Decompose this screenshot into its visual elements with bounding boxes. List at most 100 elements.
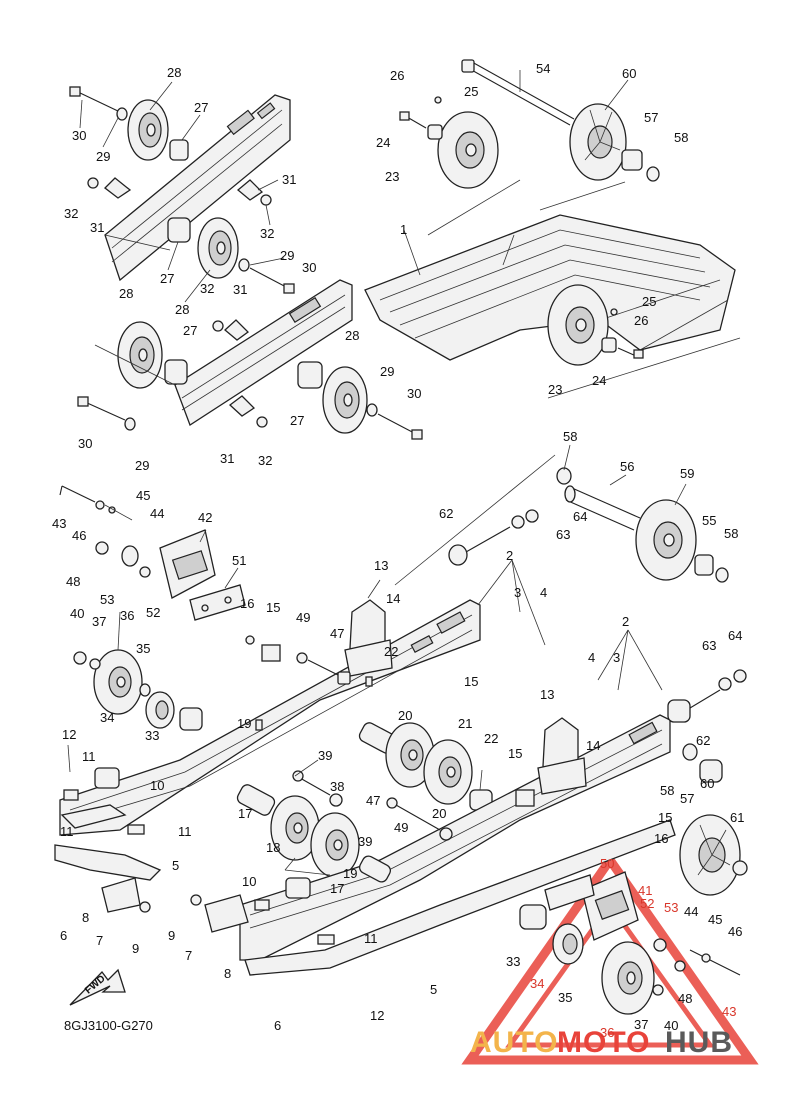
- callout-19-b: 19: [343, 866, 357, 881]
- callout-50: 50: [600, 856, 614, 871]
- callout-13-a: 13: [374, 558, 388, 573]
- callout-2-a: 2: [506, 548, 513, 563]
- callout-47-a: 47: [330, 626, 344, 641]
- callout-7-b: 7: [185, 948, 192, 963]
- callout-30-d: 30: [78, 436, 92, 451]
- callout-11-c: 11: [178, 824, 192, 839]
- callout-27-b: 27: [160, 271, 174, 286]
- callout-52-a: 52: [146, 605, 160, 620]
- callout-20-b: 20: [432, 806, 446, 821]
- callout-22-b: 22: [484, 731, 498, 746]
- callout-57-a: 57: [644, 110, 658, 125]
- callout-53-b: 53: [664, 900, 678, 915]
- leader-lines: [67, 70, 687, 876]
- part-callouts: 28 30 29 27 31 32 31 32 27 28 29 30 28 3…: [52, 61, 744, 1040]
- callout-9-b: 9: [168, 928, 175, 943]
- callout-26-b: 26: [634, 313, 648, 328]
- callout-1: 1: [400, 222, 407, 237]
- callout-32-a: 32: [260, 226, 274, 241]
- callout-27-c: 27: [183, 323, 197, 338]
- callout-34-b: 34: [530, 976, 544, 991]
- callout-17-a: 17: [238, 806, 252, 821]
- callout-48-b: 48: [678, 991, 692, 1006]
- callout-25-a: 25: [464, 84, 478, 99]
- callout-33-b: 33: [506, 954, 520, 969]
- callout-62-b: 62: [696, 733, 710, 748]
- callout-29-b: 29: [280, 248, 294, 263]
- callout-46-b: 46: [728, 924, 742, 939]
- callout-31-a: 31: [282, 172, 296, 187]
- callout-30-c: 30: [407, 386, 421, 401]
- callout-44-b: 44: [684, 904, 698, 919]
- callout-64-a: 64: [573, 509, 587, 524]
- callout-32-d: 32: [258, 453, 272, 468]
- callout-19-a: 19: [237, 716, 251, 731]
- callout-35-a: 35: [136, 641, 150, 656]
- callout-52-b: 52: [640, 896, 654, 911]
- callout-37-b: 37: [634, 1017, 648, 1032]
- callout-43-a: 43: [52, 516, 66, 531]
- callout-15-d: 15: [658, 810, 672, 825]
- callout-11-a: 11: [82, 749, 96, 764]
- callout-60-b: 60: [700, 776, 714, 791]
- callout-12-a: 12: [62, 727, 76, 742]
- callout-14-b: 14: [586, 738, 600, 753]
- callout-20-a: 20: [398, 708, 412, 723]
- callout-44-a: 44: [150, 506, 164, 521]
- callout-14-a: 14: [386, 591, 400, 606]
- diagram-code: 8GJ3100-G270: [64, 1018, 153, 1033]
- callout-30-a: 30: [72, 128, 86, 143]
- callout-40-a: 40: [70, 606, 84, 621]
- callout-5-a: 5: [172, 858, 179, 873]
- callout-11-d: 11: [364, 931, 378, 946]
- forward-arrow-icon: FWD: [69, 968, 126, 1006]
- callout-3-a: 3: [514, 585, 521, 600]
- callout-27-a: 27: [194, 100, 208, 115]
- callout-34-a: 34: [100, 710, 114, 725]
- callout-18: 18: [266, 840, 280, 855]
- callout-31-c: 31: [233, 282, 247, 297]
- callout-31-d: 31: [220, 451, 234, 466]
- callout-45-a: 45: [136, 488, 150, 503]
- callout-16-b: 16: [654, 831, 668, 846]
- callout-45-b: 45: [708, 912, 722, 927]
- callout-38: 38: [330, 779, 344, 794]
- callout-63-b: 63: [702, 638, 716, 653]
- watermark-text-hub: HUB: [665, 1026, 733, 1059]
- callout-22-a: 22: [384, 644, 398, 659]
- callout-58-a: 58: [674, 130, 688, 145]
- callout-23-b: 23: [548, 382, 562, 397]
- callout-55: 55: [702, 513, 716, 528]
- callout-27-d: 27: [290, 413, 304, 428]
- callout-9-a: 9: [132, 941, 139, 956]
- callout-59: 59: [680, 466, 694, 481]
- callout-41: 41: [638, 883, 652, 898]
- callout-25-b: 25: [642, 294, 656, 309]
- callout-29-c: 29: [380, 364, 394, 379]
- callout-37-a: 37: [92, 614, 106, 629]
- callout-21: 21: [458, 716, 472, 731]
- callout-7-a: 7: [96, 933, 103, 948]
- callout-42: 42: [198, 510, 212, 525]
- callout-33-a: 33: [145, 728, 159, 743]
- callout-6-a: 6: [60, 928, 67, 943]
- callout-58-b: 58: [563, 429, 577, 444]
- callout-28-c: 28: [119, 286, 133, 301]
- callout-28-a: 28: [167, 65, 181, 80]
- callout-64-b: 64: [728, 628, 742, 643]
- callout-29-a: 29: [96, 149, 110, 164]
- callout-30-b: 30: [302, 260, 316, 275]
- callout-46-a: 46: [72, 528, 86, 543]
- rear-idler-assembly: [394, 454, 729, 586]
- callout-48-a: 48: [66, 574, 80, 589]
- callout-16-a: 16: [240, 596, 254, 611]
- callout-60-a: 60: [622, 66, 636, 81]
- callout-6-b: 6: [274, 1018, 281, 1033]
- callout-17-b: 17: [330, 881, 344, 896]
- watermark-text-auto: AUTO: [470, 1026, 558, 1059]
- callout-10-b: 10: [242, 874, 256, 889]
- callout-29-d: 29: [135, 458, 149, 473]
- callout-36-a: 36: [120, 608, 134, 623]
- callout-28-d: 28: [345, 328, 359, 343]
